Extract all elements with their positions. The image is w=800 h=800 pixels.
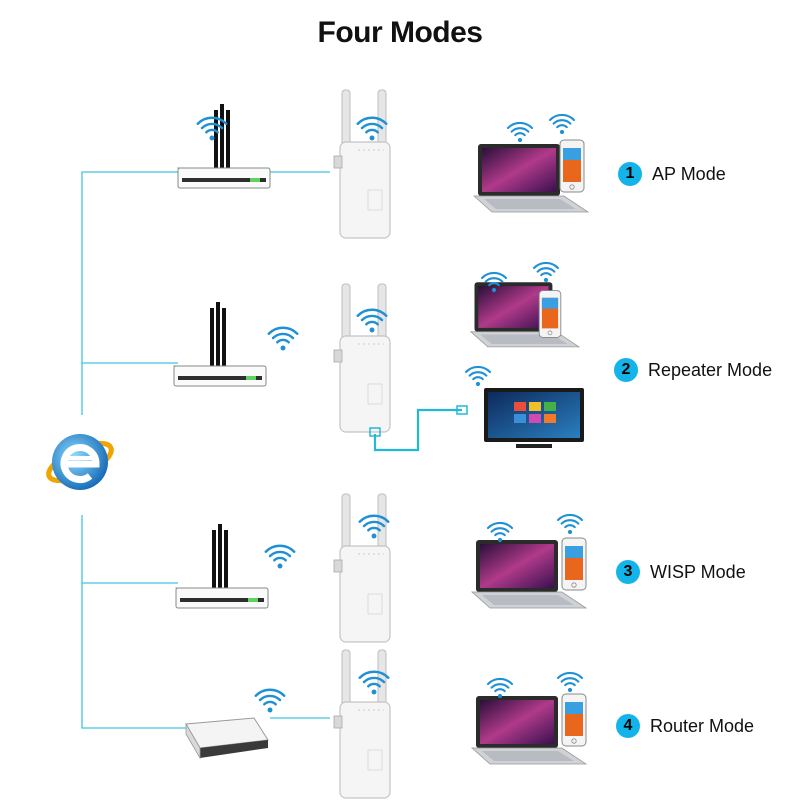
wifi-icon — [264, 544, 296, 570]
wifi-icon — [556, 513, 584, 536]
connection-lines — [81, 171, 330, 729]
cable-icon — [369, 405, 468, 452]
repeater-icon — [333, 89, 391, 239]
mode-number-badge: 4 — [616, 714, 640, 738]
wifi-icon — [486, 677, 514, 700]
phone-icon — [561, 537, 587, 591]
wifi-icon — [254, 688, 286, 714]
repeater-icon — [333, 283, 391, 433]
laptop-icon — [470, 281, 580, 348]
mode-label-text: AP Mode — [652, 163, 726, 184]
tv-icon — [484, 388, 584, 448]
wifi-icon — [486, 521, 514, 544]
mode-number-badge: 2 — [614, 358, 638, 382]
diagram-title: Four Modes — [317, 16, 484, 49]
mode-label-1: 1 AP Mode — [618, 162, 726, 186]
wifi-icon — [464, 365, 492, 388]
wifi-icon — [532, 261, 560, 284]
mode-label-2: 2 Repeater Mode — [614, 358, 772, 382]
mode-number-badge: 1 — [618, 162, 642, 186]
router-icon — [173, 301, 267, 387]
mode-label-text: Repeater Mode — [648, 359, 773, 380]
internet-explorer-icon — [46, 434, 114, 490]
mode-label-3: 3 WISP Mode — [616, 560, 746, 584]
router-icon — [177, 103, 271, 189]
wifi-icon — [267, 326, 299, 352]
mode-label-text: WISP Mode — [650, 561, 746, 582]
wifi-icon — [506, 121, 534, 144]
router-icon — [175, 523, 269, 609]
wifi-icon — [556, 671, 584, 694]
phone-icon — [561, 693, 587, 747]
wifi-icon — [548, 113, 576, 136]
phone-icon — [559, 139, 585, 193]
mode-label-text: Router Mode — [650, 715, 755, 736]
mode-label-4: 4 Router Mode — [616, 714, 754, 738]
modem-icon — [185, 717, 269, 760]
mode-number-badge: 3 — [616, 560, 640, 584]
phone-icon — [538, 290, 562, 338]
